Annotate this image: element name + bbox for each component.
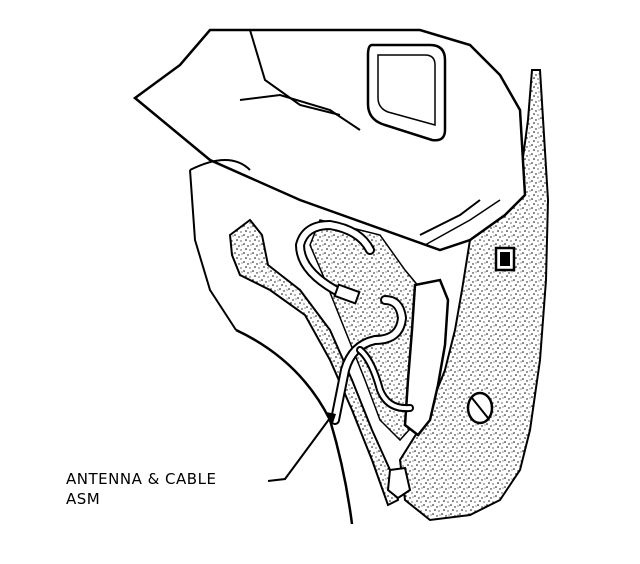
panel-window (366, 43, 447, 142)
callout-label-line1: ANTENNA & CABLE (66, 470, 217, 488)
antenna-cable (294, 219, 414, 425)
callout-leader (267, 412, 336, 482)
lower-clip (386, 466, 412, 500)
cable-connector (333, 283, 361, 305)
callout-label-line2: ASM (66, 490, 101, 508)
mounting-bracket (403, 278, 450, 437)
lower-left-trim (228, 218, 400, 507)
